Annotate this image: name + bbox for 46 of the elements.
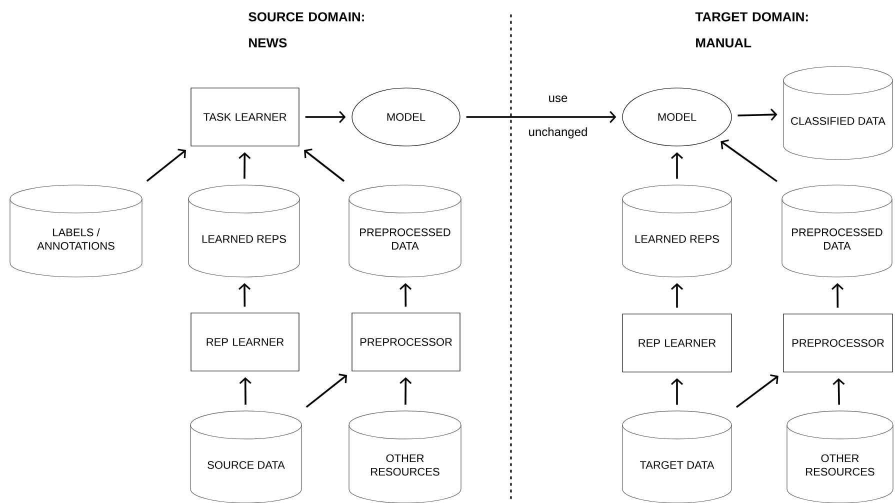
process-box: PREPROCESSOR (783, 314, 893, 372)
arrow (466, 110, 616, 124)
arrow (670, 152, 684, 179)
arrow (306, 374, 347, 408)
node-label: OTHER RESOURCES (806, 454, 874, 476)
arrow (146, 148, 186, 182)
arrow (304, 148, 345, 182)
arrow (399, 283, 412, 307)
arrow (670, 378, 684, 405)
arrow (736, 374, 778, 408)
data-cylinder: LABELS / ANNOTATIONS (10, 184, 142, 278)
edge-label: use unchanged (529, 96, 587, 138)
node-label: TARGET DATA (640, 461, 714, 469)
process-box: REP LEARNER (190, 312, 300, 372)
data-cylinder: LEARNED REPS (622, 184, 732, 278)
domain-heading: TARGET DOMAIN: MANUAL (695, 12, 808, 48)
node-label: LABELS / ANNOTATIONS (37, 228, 114, 250)
node-label: CLASSIFIED DATA (791, 117, 886, 125)
data-cylinder: PREPROCESSED DATA (782, 184, 892, 278)
node-label: PREPROCESSED DATA (360, 228, 450, 250)
arrow (831, 283, 844, 308)
data-cylinder: OTHER RESOURCES (786, 410, 894, 503)
data-cylinder: LEARNED REPS (188, 184, 300, 278)
arrow (305, 110, 346, 124)
arrow (738, 108, 778, 121)
arrow (239, 377, 252, 405)
node-label: OTHER RESOURCES (371, 454, 440, 476)
data-cylinder: CLASSIFIED DATA (783, 66, 893, 160)
process-box: TASK LEARNER (190, 88, 300, 146)
arrow (400, 377, 412, 405)
data-cylinder: PREPROCESSED DATA (348, 184, 462, 278)
domain-heading: SOURCE DOMAIN: NEWS (248, 12, 364, 48)
node-label: LEARNED REPS (635, 235, 719, 243)
node-label: PREPROCESSED DATA (792, 228, 882, 250)
process-box: REP LEARNER (622, 314, 732, 372)
node-label: SOURCE DATA (208, 461, 285, 469)
arrow (238, 283, 251, 307)
data-cylinder: SOURCE DATA (190, 410, 302, 503)
node-label: LEARNED REPS (202, 235, 286, 243)
data-cylinder: OTHER RESOURCES (348, 410, 462, 503)
data-cylinder: TARGET DATA (622, 410, 732, 503)
arrow (832, 378, 845, 405)
arrow (670, 283, 684, 308)
process-box: PREPROCESSOR (352, 312, 460, 372)
arrow (238, 152, 251, 179)
arrow (720, 139, 778, 182)
